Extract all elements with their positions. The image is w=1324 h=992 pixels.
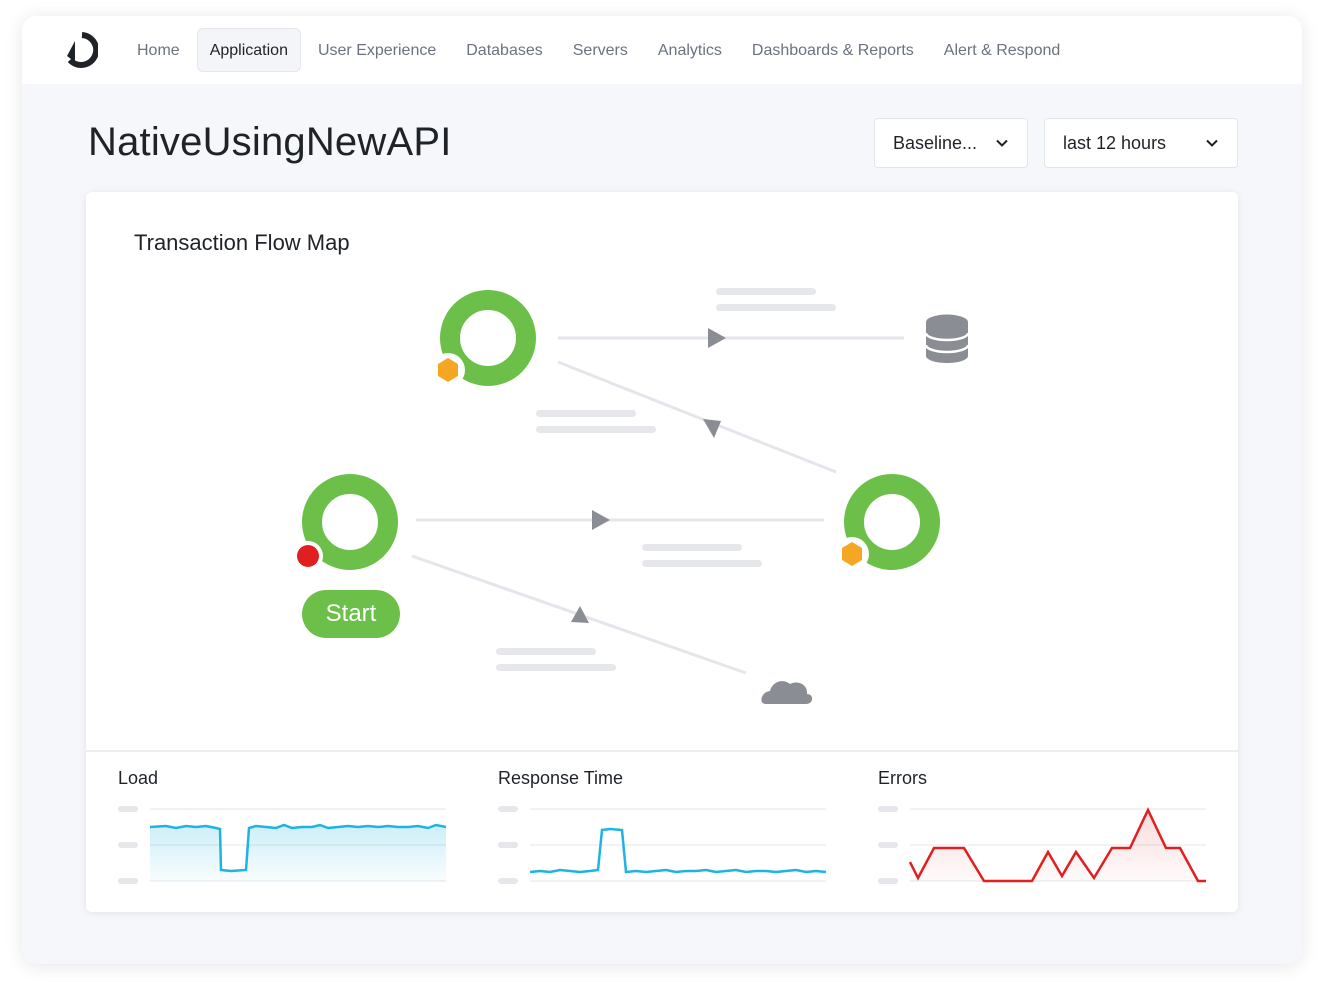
nav-item-analytics[interactable]: Analytics	[657, 42, 722, 59]
edge-label-placeholder	[642, 544, 762, 567]
nav-item-servers[interactable]: Servers	[572, 42, 628, 59]
axis-tick-placeholder	[878, 806, 898, 884]
load-line	[149, 823, 447, 873]
error-dot-icon	[297, 545, 319, 567]
start-node[interactable]	[293, 474, 398, 571]
edge-label-placeholder	[536, 410, 656, 433]
nav-item-databases[interactable]: Databases	[466, 42, 543, 59]
load-area	[150, 825, 446, 881]
edge-label-placeholder	[496, 648, 616, 671]
errors-sparkline	[878, 806, 1206, 884]
time-range-dropdown[interactable]: last 12 hours	[1044, 118, 1238, 168]
chevron-down-icon	[996, 139, 1008, 147]
axis-tick-placeholder	[498, 806, 518, 884]
chevron-down-icon	[1206, 139, 1218, 147]
response-time-line	[529, 827, 827, 874]
baseline-dropdown[interactable]: Baseline...	[874, 118, 1028, 168]
flow-edge-tier-to-app[interactable]	[557, 360, 837, 474]
top-navigation: Home Application User Experience Databas…	[22, 16, 1302, 84]
app-window: Home Application User Experience Databas…	[22, 16, 1302, 964]
errors-area	[910, 810, 1206, 881]
axis-tick-placeholder	[118, 806, 138, 884]
nav-item-application[interactable]: Application	[196, 28, 301, 72]
card-divider	[86, 750, 1238, 752]
logo-icon[interactable]	[62, 32, 98, 68]
arrow-up-icon	[703, 419, 721, 438]
nav-item-alert-respond[interactable]: Alert & Respond	[943, 42, 1061, 59]
edge-label-placeholder	[716, 288, 836, 311]
nav-item-user-experience[interactable]: User Experience	[317, 42, 437, 59]
load-metric-label: Load	[118, 768, 159, 788]
transaction-flow-map	[293, 288, 970, 704]
baseline-dropdown-value: Baseline...	[893, 132, 978, 153]
errors-metric-label: Errors	[878, 768, 927, 788]
arrow-right-icon	[592, 510, 610, 530]
errors-line	[908, 807, 1206, 883]
cloud-icon[interactable]	[761, 681, 813, 704]
hexagon-warning-icon	[842, 542, 862, 566]
tier-node-right[interactable]	[835, 474, 940, 571]
nav-menu: Home Application User Experience Databas…	[124, 28, 1077, 72]
flow-map-title: Transaction Flow Map	[134, 230, 350, 255]
load-sparkline	[118, 806, 447, 884]
arrow-up-icon	[571, 606, 589, 623]
nav-item-dashboards-reports[interactable]: Dashboards & Reports	[751, 42, 914, 59]
page-title: NativeUsingNewAPI	[88, 120, 452, 164]
nav-item-home[interactable]: Home	[137, 42, 180, 59]
gridlines	[530, 808, 826, 882]
response-time-metric-label: Response Time	[498, 768, 624, 788]
time-range-dropdown-value: last 12 hours	[1063, 132, 1167, 153]
database-icon[interactable]	[924, 314, 970, 364]
app-node-top[interactable]	[431, 290, 536, 387]
start-button[interactable]: Start	[302, 590, 400, 638]
transaction-card: Transaction Flow Map	[86, 192, 1238, 912]
arrow-right-icon	[708, 328, 726, 348]
response-time-sparkline	[498, 806, 827, 884]
hexagon-warning-icon	[438, 358, 458, 382]
